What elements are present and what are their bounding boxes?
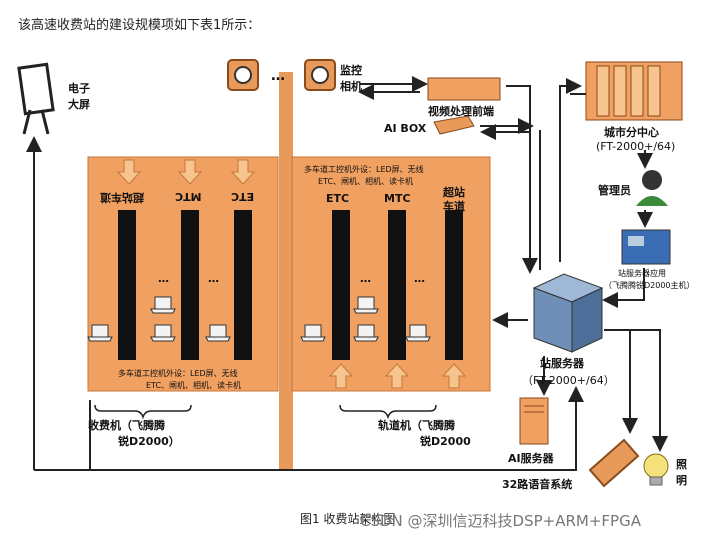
station-server-label: 站服务器 (540, 357, 584, 370)
camera-icon (227, 59, 336, 91)
toll-machine-label-2: 锐D2000） (118, 435, 180, 448)
left-lane-1 (118, 210, 136, 360)
peripheral-top-2: ETC、闸机、相机、读卡机 (318, 177, 414, 186)
camera-label-2: 相机 (340, 80, 362, 93)
city-center-server-icon (585, 61, 683, 121)
video-frontend-box (427, 77, 501, 101)
right-lane-3 (445, 210, 463, 360)
city-center-model: (FT-2000+/64) (596, 140, 676, 153)
left-ellipsis-2: … (208, 272, 219, 285)
right-ellipsis-2: … (414, 272, 425, 285)
center-divider (279, 72, 293, 470)
voice-system-label: 32路语音系统 (502, 478, 573, 491)
left-ellipsis-1: … (158, 272, 169, 285)
ai-box-icon (433, 115, 475, 135)
lane-computer-icons (87, 296, 431, 342)
toll-machine-brace (94, 404, 437, 420)
server-terminal-icon (621, 229, 671, 265)
lighting-label-1: 照 (676, 458, 687, 471)
right-lane-label-4: 车道 (443, 200, 465, 213)
right-lane-label-1: ETC (326, 192, 350, 205)
city-center-label: 城市分中心 (604, 126, 659, 139)
admin-label: 管理员 (598, 184, 631, 197)
watermark: CSDN @深圳信迈科技DSP+ARM+FPGA (360, 512, 641, 530)
lighting-label-2: 明 (676, 474, 687, 487)
peripheral-top-1: 多车道工控机外设：LED屏、无线 (304, 165, 424, 174)
peripheral-bottom-1: 多车道工控机外设：LED屏、无线 (118, 369, 238, 378)
figure-caption: 图1 收费站架构图 (300, 512, 396, 526)
intro-text: 该高速收费站的建设规模项如下表1所示： (18, 18, 261, 33)
left-lane-label-2: MTC (175, 190, 202, 203)
server-terminal-label-1: 站服务器应用 (618, 269, 666, 278)
camera-label-1: 监控 (340, 64, 362, 77)
right-up-arrows (328, 363, 467, 389)
ai-server-icon (519, 397, 549, 445)
ai-box-label: AI BOX (384, 122, 427, 135)
ai-server-label: AI服务器 (508, 452, 554, 465)
right-ellipsis-1: … (360, 272, 371, 285)
voice-system-icon (588, 438, 640, 488)
left-lane-label-1: 超站车道 (100, 191, 144, 204)
toll-machine-label-1: 收费机（飞腾腾 (88, 419, 165, 432)
server-terminal-label-2: （飞腾腾锐D2000主机） (604, 281, 695, 290)
big-screen-icon (17, 62, 55, 135)
camera-ellipsis: … (271, 68, 285, 84)
right-lane-2 (388, 210, 406, 360)
left-down-arrows (116, 159, 256, 185)
lane-machine-label-2: 锐D2000 (420, 435, 471, 448)
left-lane-2 (181, 210, 199, 360)
admin-icon (636, 170, 668, 206)
right-lane-1 (332, 210, 350, 360)
left-lane-3 (234, 210, 252, 360)
right-lane-label-2: MTC (384, 192, 411, 205)
big-screen-label-1: 电子 (68, 82, 90, 95)
station-server-model: （FT-2000+/64） (522, 374, 615, 387)
connection-lines (26, 76, 668, 471)
video-frontend-label: 视频处理前端 (428, 105, 494, 118)
right-lane-label-3: 超站 (443, 186, 465, 199)
big-screen-label-2: 大屏 (68, 98, 90, 111)
left-lane-label-3: ETC (231, 190, 255, 203)
peripheral-bottom-2: ETC、闸机、相机、读卡机 (146, 381, 242, 390)
station-server-icon (532, 273, 604, 353)
lane-machine-label-1: 轨道机（飞腾腾 (378, 419, 455, 432)
lightbulb-icon (643, 453, 669, 486)
